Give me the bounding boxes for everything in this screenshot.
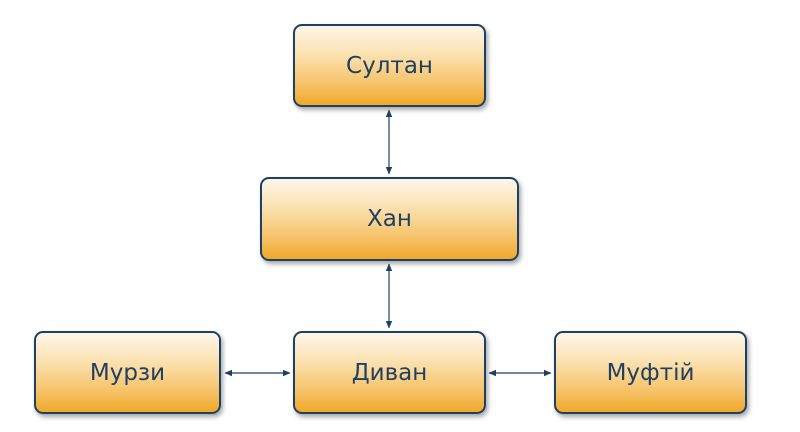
node-sultan-label: Султан [346,52,433,79]
node-mirzas-label: Мурзи [89,359,166,386]
node-divan: Диван [293,331,486,414]
node-mufti-label: Муфтій [606,359,695,386]
node-divan-label: Диван [351,359,428,386]
node-khan-label: Хан [367,206,412,232]
node-khan: Хан [260,177,519,261]
node-mirzas: Мурзи [34,331,221,414]
node-sultan: Султан [293,24,486,107]
node-mufti: Муфтій [554,331,747,414]
